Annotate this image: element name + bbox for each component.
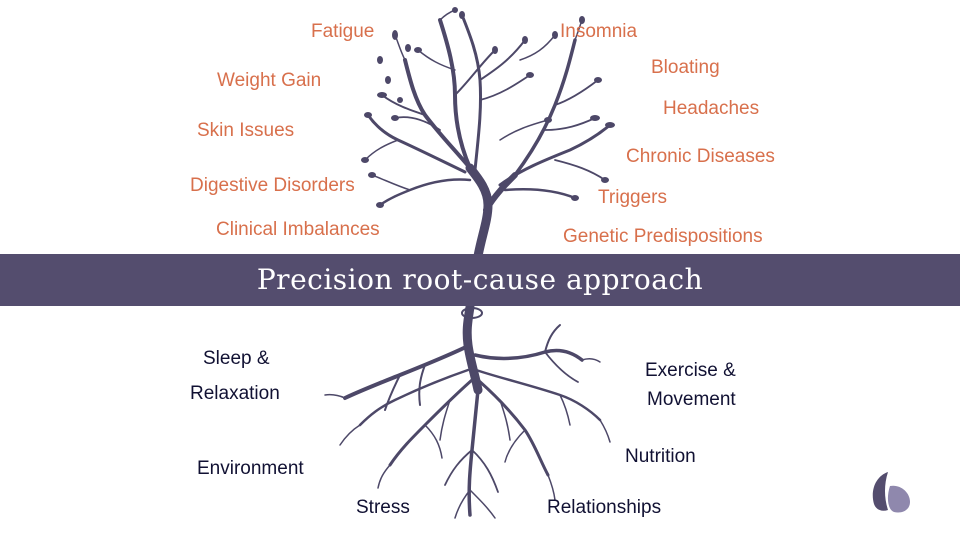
root-sleep-line2: Relaxation	[190, 383, 280, 404]
root-sleep-line1: Sleep &	[203, 348, 270, 369]
root-environment: Environment	[197, 458, 304, 479]
title-banner	[0, 254, 960, 306]
root-relationships: Relationships	[547, 497, 662, 518]
symptom-chronic-diseases: Chronic Diseases	[626, 146, 775, 167]
tree-leaves	[361, 7, 615, 208]
symptom-weight-gain: Weight Gain	[217, 70, 322, 91]
symptom-insomnia: Insomnia	[560, 21, 638, 42]
root-nutrition: Nutrition	[625, 446, 696, 467]
tree-canopy	[364, 9, 612, 261]
symptom-genetic-predispositions: Genetic Predispositions	[563, 226, 763, 247]
symptom-headaches: Headaches	[663, 98, 760, 119]
symptom-clinical-imbalances: Clinical Imbalances	[216, 219, 380, 240]
symptom-fatigue: Fatigue	[311, 21, 375, 42]
root-exercise-line1: Exercise &	[645, 360, 736, 381]
banner-title: Precision root-cause approach	[256, 263, 704, 296]
root-exercise-line2: Movement	[647, 389, 736, 410]
symptom-bloating: Bloating	[651, 57, 720, 78]
tree-roots	[324, 302, 611, 519]
root-stress: Stress	[356, 497, 410, 518]
symptom-digestive-disorders: Digestive Disorders	[190, 175, 355, 196]
symptom-skin-issues: Skin Issues	[197, 120, 295, 141]
symptom-triggers: Triggers	[598, 187, 667, 208]
butterfly-logo-icon	[872, 472, 910, 513]
